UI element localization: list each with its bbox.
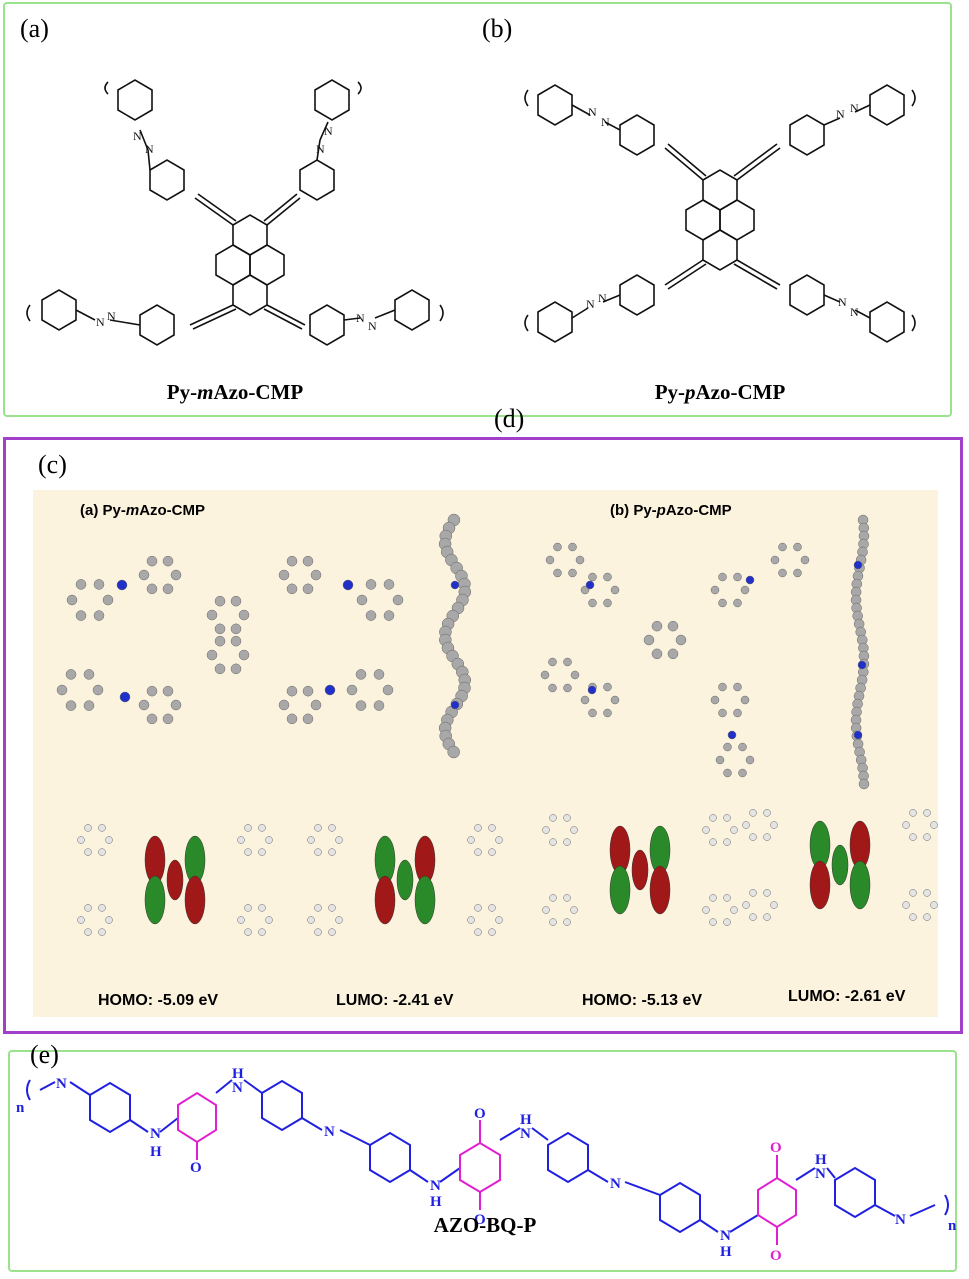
svg-text:O: O [770, 1248, 782, 1264]
sub-a-label: (a) Py-mAzo-CMP [80, 502, 206, 519]
svg-text:N: N [610, 1176, 621, 1192]
svg-text:O: O [770, 1140, 782, 1156]
svg-text:H: H [150, 1144, 162, 1160]
svg-text:H: H [430, 1194, 442, 1210]
py-mazo-cmp-caption: Py-mAzo-CMP [166, 380, 304, 404]
svg-text:H: H [815, 1152, 827, 1168]
sub-b-label: (b) Py-pAzo-CMP [610, 502, 732, 519]
svg-text:N: N [850, 305, 859, 319]
svg-text:N: N [368, 319, 377, 333]
svg-text:N: N [836, 107, 845, 121]
svg-text:N: N [601, 115, 610, 129]
svg-text:n: n [16, 1100, 25, 1116]
svg-text:O: O [474, 1212, 486, 1228]
svg-text:H: H [720, 1244, 732, 1260]
panel-a-label: (a) [20, 14, 49, 43]
svg-text:N: N [150, 1126, 161, 1142]
svg-text:N: N [232, 1080, 243, 1096]
py-pazo-cmp-caption: Py-pAzo-CMP [654, 380, 786, 404]
lumo-a-energy: LUMO: -2.41 eV [336, 992, 454, 1009]
svg-text:N: N [895, 1212, 906, 1228]
homo-a-energy: HOMO: -5.09 eV [98, 992, 219, 1009]
panel-c-frame [3, 437, 963, 1034]
svg-text:n: n [948, 1218, 957, 1234]
lumo-b-energy: LUMO: -2.61 eV [788, 988, 906, 1005]
svg-text:N: N [324, 124, 333, 138]
svg-text:N: N [430, 1178, 441, 1194]
panel-b-label: (b) [482, 14, 513, 43]
svg-text:N: N [588, 105, 597, 119]
svg-text:N: N [56, 1076, 67, 1092]
panel-e-label: (e) [30, 1040, 59, 1069]
svg-text:N: N [838, 295, 847, 309]
svg-text:O: O [190, 1160, 202, 1176]
svg-text:H: H [232, 1066, 244, 1082]
panel-d-label: (d) [494, 404, 525, 433]
svg-text:N: N [107, 309, 116, 323]
svg-text:N: N [520, 1126, 531, 1142]
svg-text:N: N [598, 291, 607, 305]
svg-text:N: N [133, 129, 142, 143]
azo-bq-p-caption: AZO-BQ-P [433, 1213, 537, 1237]
svg-text:N: N [586, 297, 595, 311]
svg-text:N: N [815, 1166, 826, 1182]
svg-text:N: N [96, 315, 105, 329]
svg-text:O: O [474, 1106, 486, 1122]
panel-c-label: (c) [38, 450, 67, 479]
svg-text:N: N [316, 142, 325, 156]
svg-text:H: H [520, 1112, 532, 1128]
svg-text:N: N [850, 101, 859, 115]
svg-text:N: N [324, 1124, 335, 1140]
panel-ab-frame [3, 2, 952, 417]
homo-b-energy: HOMO: -5.13 eV [582, 992, 703, 1009]
svg-text:N: N [356, 311, 365, 325]
svg-text:N: N [145, 142, 154, 156]
panel-e-frame [8, 1050, 957, 1272]
dft-inset-background [33, 490, 938, 1017]
svg-text:N: N [720, 1228, 731, 1244]
